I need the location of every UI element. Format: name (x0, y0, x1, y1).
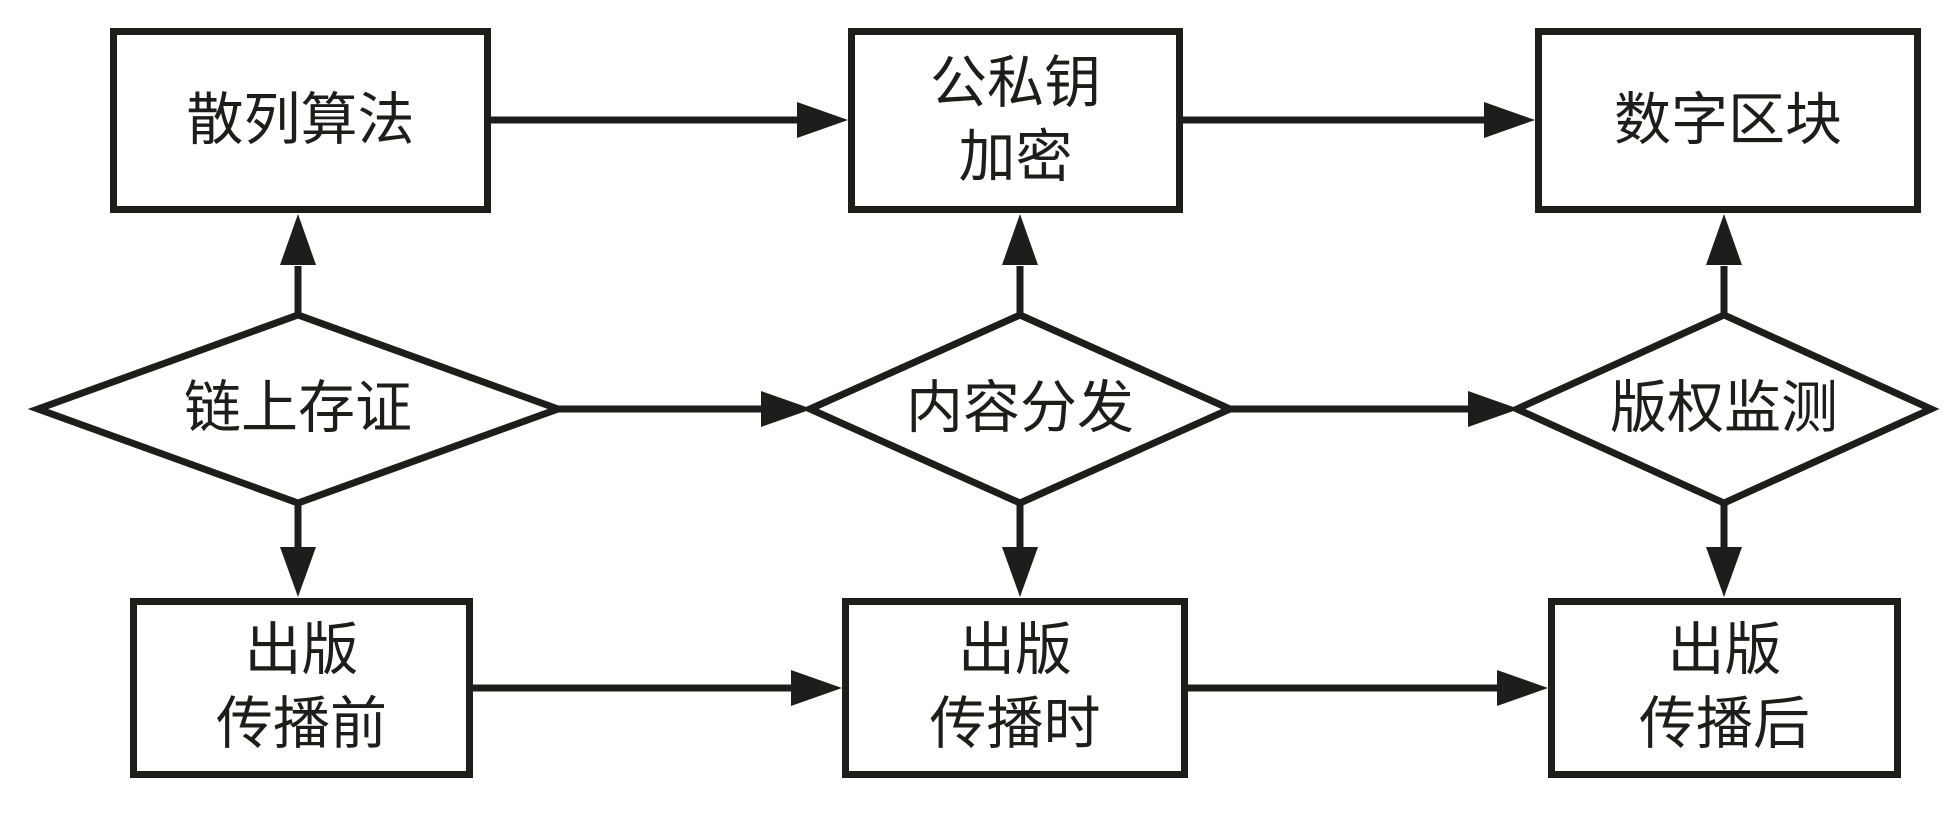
arrowhead-right-icon (791, 670, 842, 706)
arrowhead-right-icon (761, 391, 812, 427)
arrow-in-to-post-publication (1188, 670, 1548, 706)
arrow-evidence-to-hash (280, 214, 316, 315)
node-pre-publication: 出版 传播前 (130, 598, 473, 778)
arrow-pre-to-in-publication (473, 670, 842, 706)
node-label-line: 传播前 (216, 693, 387, 756)
arrow-distribution-to-monitoring (1230, 391, 1519, 427)
node-copyright-monitoring-label: 版权监测 (1610, 377, 1838, 440)
node-public-private-key-encryption: 公私钥 加密 (848, 28, 1183, 213)
node-on-chain-evidence-label: 链上存证 (184, 377, 412, 440)
node-label-line: 传播后 (1639, 693, 1810, 756)
node-label: 数字区块 (1614, 88, 1842, 152)
arrowhead-right-icon (1497, 670, 1548, 706)
arrowhead-down-icon (1002, 547, 1038, 597)
node-label: 散列算法 (186, 88, 415, 152)
arrowhead-right-icon (1484, 102, 1535, 138)
arrowhead-up-icon (1002, 214, 1038, 265)
arrow-hash-to-encryption (490, 102, 848, 138)
node-content-distribution-label: 内容分发 (906, 377, 1134, 440)
node-label-line: 公私钥 (930, 51, 1101, 115)
arrow-monitoring-to-digital-block (1706, 214, 1742, 315)
diamond-copyright-monitoring-shape (1508, 311, 1940, 507)
arrow-evidence-to-distribution (558, 391, 812, 427)
node-hash-algorithm: 散列算法 (110, 28, 491, 213)
arrow-distribution-to-in-publication (1002, 503, 1038, 597)
arrowhead-up-icon (1706, 214, 1742, 265)
arrow-encryption-to-digital-block (1182, 102, 1535, 138)
node-label-line: 加密 (958, 125, 1073, 189)
node-digital-block: 数字区块 (1535, 28, 1921, 213)
node-label-line: 出版 (244, 619, 359, 682)
arrowhead-right-icon (1468, 391, 1519, 427)
arrowhead-right-icon (797, 102, 848, 138)
node-in-publication: 出版 传播时 (842, 598, 1188, 778)
node-label-line: 出版 (958, 619, 1072, 682)
arrowhead-down-icon (280, 547, 316, 597)
arrow-evidence-to-pre-publication (280, 503, 316, 597)
node-post-publication: 出版 传播后 (1548, 598, 1901, 778)
arrowhead-down-icon (1706, 547, 1742, 597)
arrow-distribution-to-encryption (1002, 214, 1038, 315)
arrow-monitoring-to-post-publication (1706, 503, 1742, 597)
node-label-line: 传播时 (929, 693, 1101, 756)
node-label-line: 出版 (1667, 619, 1782, 682)
arrowhead-up-icon (280, 214, 316, 265)
